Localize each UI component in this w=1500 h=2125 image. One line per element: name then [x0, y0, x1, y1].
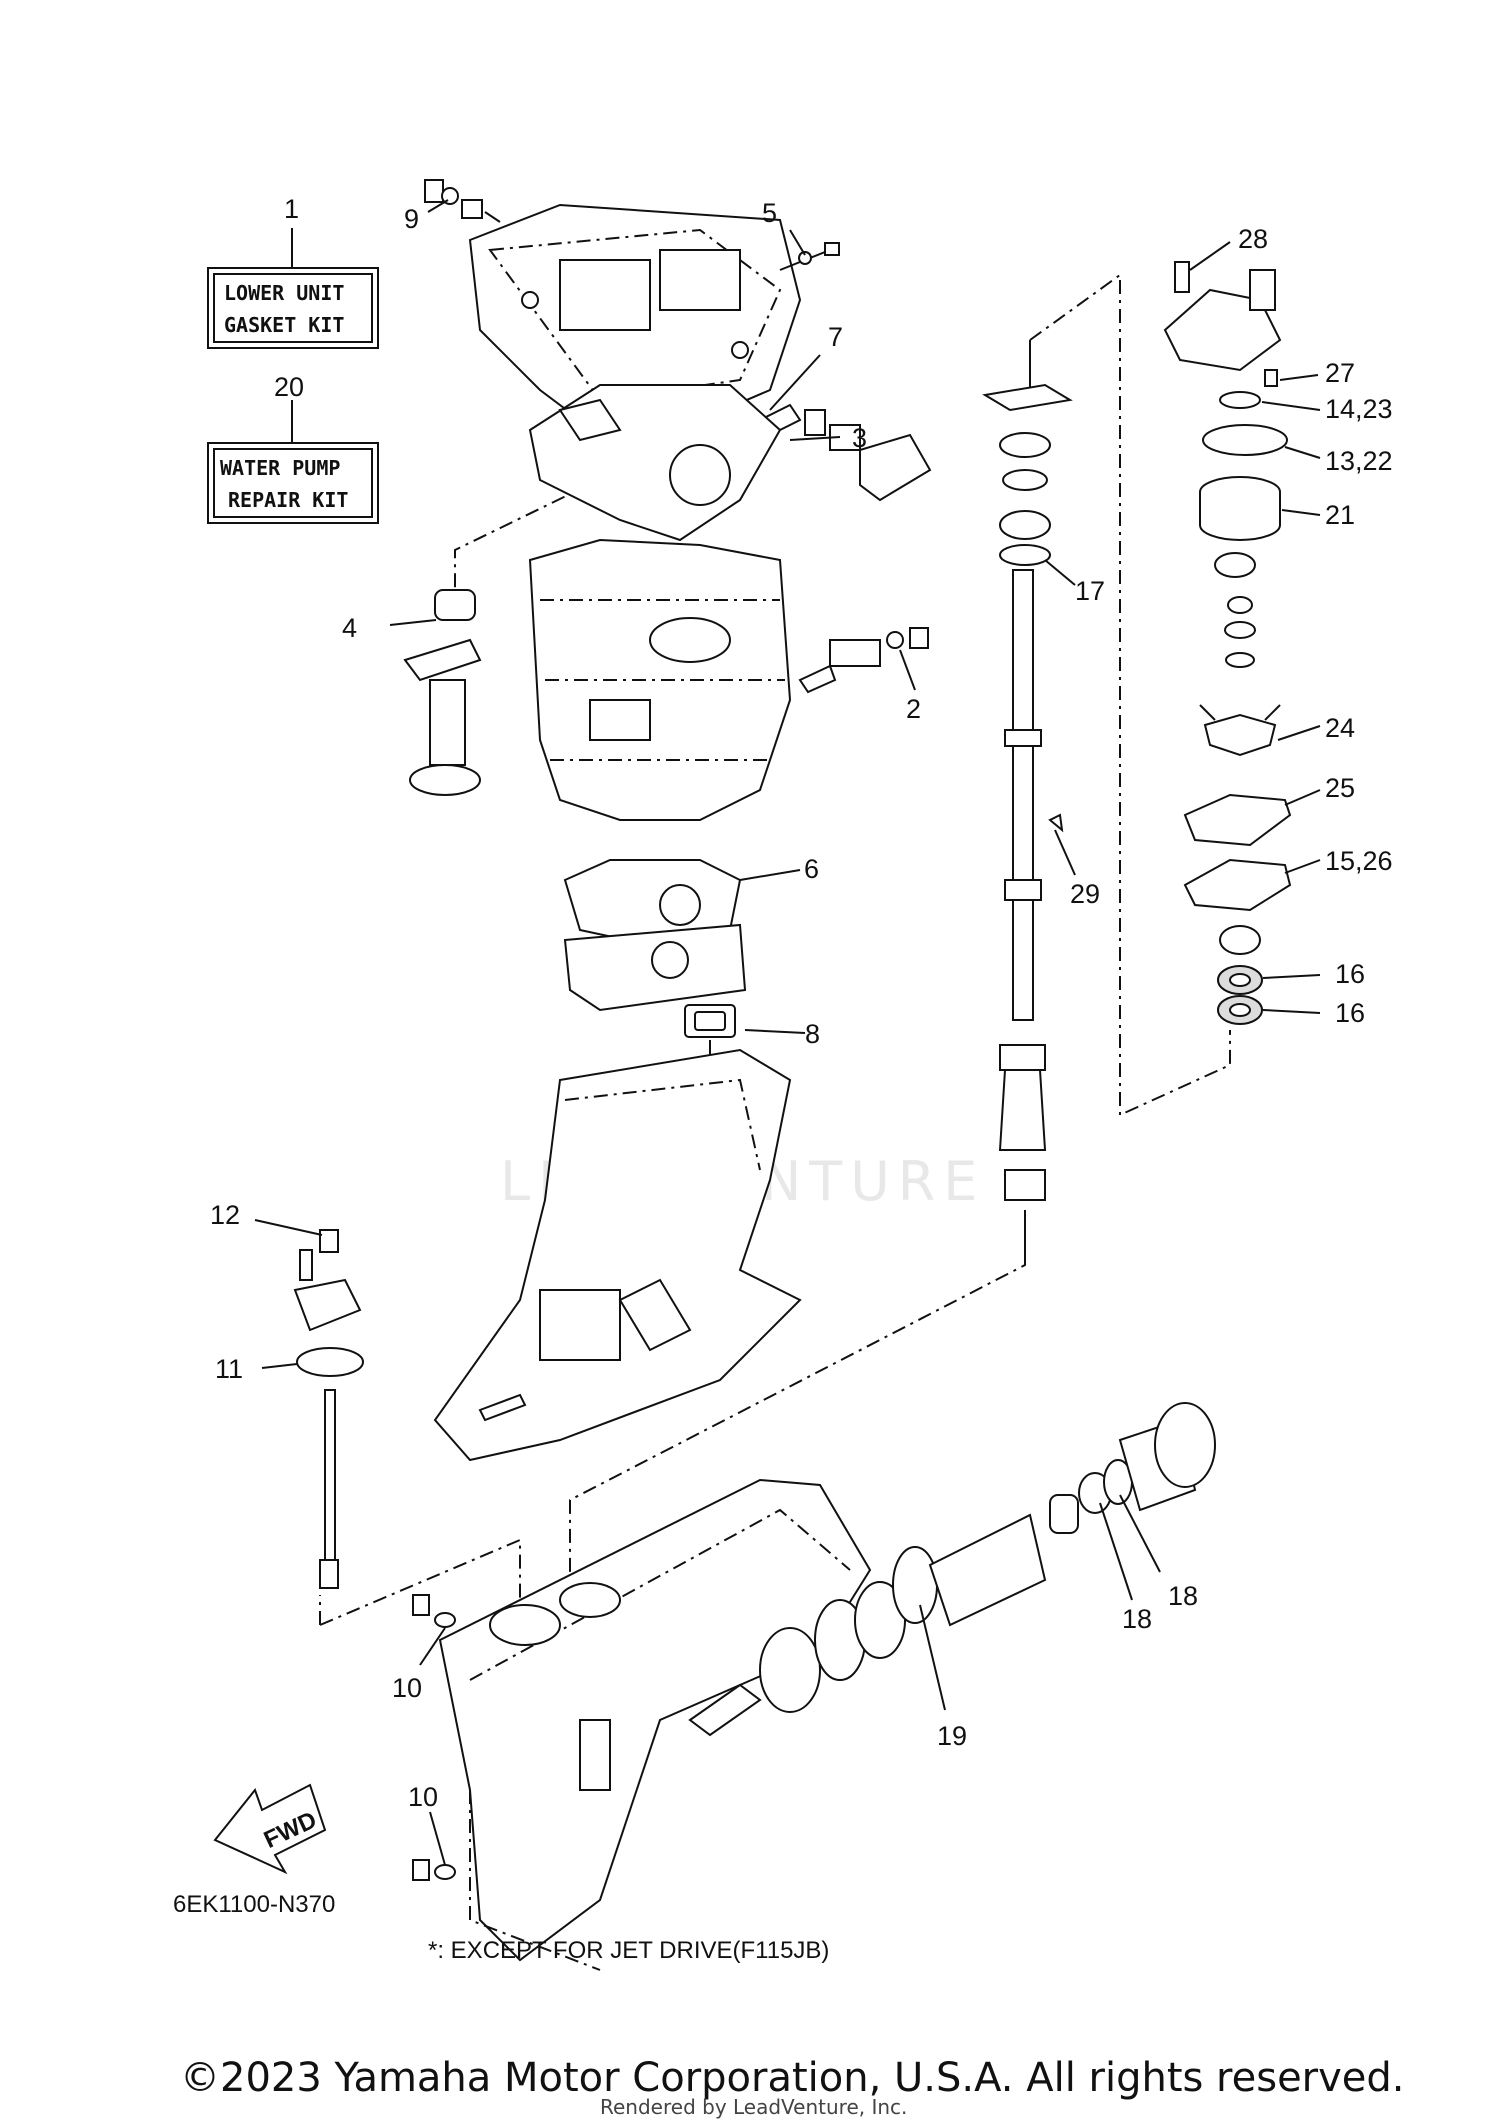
- kit-pump-line2: REPAIR KIT: [228, 488, 348, 512]
- part-15-gasket: [1183, 858, 1292, 912]
- part-5-bolt: [779, 242, 840, 271]
- callout-19: 19: [937, 1721, 967, 1751]
- part-10-plug-upper: [412, 1594, 456, 1628]
- callout-18b: 18: [1168, 1581, 1198, 1611]
- callout-12: 12: [210, 1200, 240, 1230]
- callout-14-23: 14,23: [1325, 394, 1393, 424]
- pump-small-parts: [1214, 552, 1256, 668]
- part-13-oring: [1202, 424, 1288, 456]
- part-3-gasket: [528, 384, 782, 542]
- part-8-seal: [684, 1004, 736, 1038]
- callout-21: 21: [1325, 500, 1355, 530]
- part-25-plate: [1183, 793, 1292, 847]
- diagram-code: 6EK1100-N370: [173, 1891, 335, 1918]
- part-21-insert: [1199, 476, 1281, 541]
- kit-box-gasket: LOWER UNIT GASKET KIT: [207, 267, 379, 349]
- pump-bushing: [1219, 925, 1261, 955]
- callout-10b: 10: [408, 1782, 438, 1812]
- part-12-nipple: [293, 1229, 362, 1332]
- diagram-footnote: *: EXCEPT FOR JET DRIVE(F115JB): [428, 1937, 829, 1964]
- copyright-notice: ©2023 Yamaha Motor Corporation, U.S.A. A…: [180, 2055, 1405, 2101]
- part-9-plug: [424, 179, 501, 223]
- callout-5: 5: [762, 198, 777, 228]
- callout-25: 25: [1325, 773, 1355, 803]
- callout-18a: 18: [1122, 1604, 1152, 1634]
- part-10-plug-lower: [412, 1859, 456, 1881]
- upper-casing-body: [528, 538, 792, 821]
- lower-casing: [433, 1048, 802, 1462]
- callout-20: 20: [274, 372, 304, 402]
- callout-9: 9: [404, 204, 419, 234]
- callout-28: 28: [1238, 224, 1268, 254]
- callout-15-26: 15,26: [1325, 846, 1393, 876]
- spacer-plate: [563, 923, 747, 1012]
- kit-gasket-line2: GASKET KIT: [224, 313, 344, 337]
- propeller-shaft-assembly: [688, 1402, 1216, 1737]
- callout-11: 11: [215, 1354, 243, 1384]
- exhaust-guide: [403, 638, 482, 796]
- gear-case: [438, 1478, 872, 1971]
- kit-box-water-pump: WATER PUMP REPAIR KIT: [207, 442, 379, 524]
- part-11-oring: [296, 1347, 364, 1377]
- drive-shaft-assembly: [982, 383, 1073, 1201]
- callout-2: 2: [906, 694, 921, 724]
- callout-6: 6: [804, 854, 819, 884]
- callout-27: 27: [1325, 358, 1355, 388]
- part-16-seals: [1217, 965, 1263, 1025]
- rendered-by-credit: Rendered by LeadVenture, Inc.: [600, 2095, 908, 2119]
- callout-29: 29: [1070, 879, 1100, 909]
- fwd-arrow-icon: FWD: [213, 1783, 327, 1875]
- water-pump-housing: [1163, 261, 1282, 387]
- callout-13-22: 13,22: [1325, 446, 1393, 476]
- part-24-impeller: [1199, 704, 1281, 757]
- kit-pump-line1: WATER PUMP: [220, 456, 340, 480]
- callout-17: 17: [1075, 576, 1105, 606]
- part-2-tube: [798, 627, 929, 694]
- callout-labels: 1 20 9 5 7 3 4 2 6 8 17 29 28 27 14,23 1…: [210, 194, 1393, 1812]
- callout-3: 3: [852, 423, 867, 453]
- upper-casing: [468, 203, 802, 421]
- callout-16b: 16: [1335, 998, 1365, 1028]
- part-4-gasket: [434, 589, 476, 621]
- callout-16a: 16: [1335, 959, 1365, 989]
- callout-7: 7: [828, 322, 843, 352]
- callout-1: 1: [284, 194, 299, 224]
- kit-gasket-line1: LOWER UNIT: [224, 281, 344, 305]
- callout-10a: 10: [392, 1673, 422, 1703]
- callout-8: 8: [805, 1019, 820, 1049]
- part-14-oring: [1219, 391, 1261, 409]
- part-6-gasket: [563, 859, 742, 947]
- callout-24: 24: [1325, 713, 1355, 743]
- speed-sensor-hose: [319, 1389, 339, 1589]
- callout-4: 4: [342, 613, 357, 643]
